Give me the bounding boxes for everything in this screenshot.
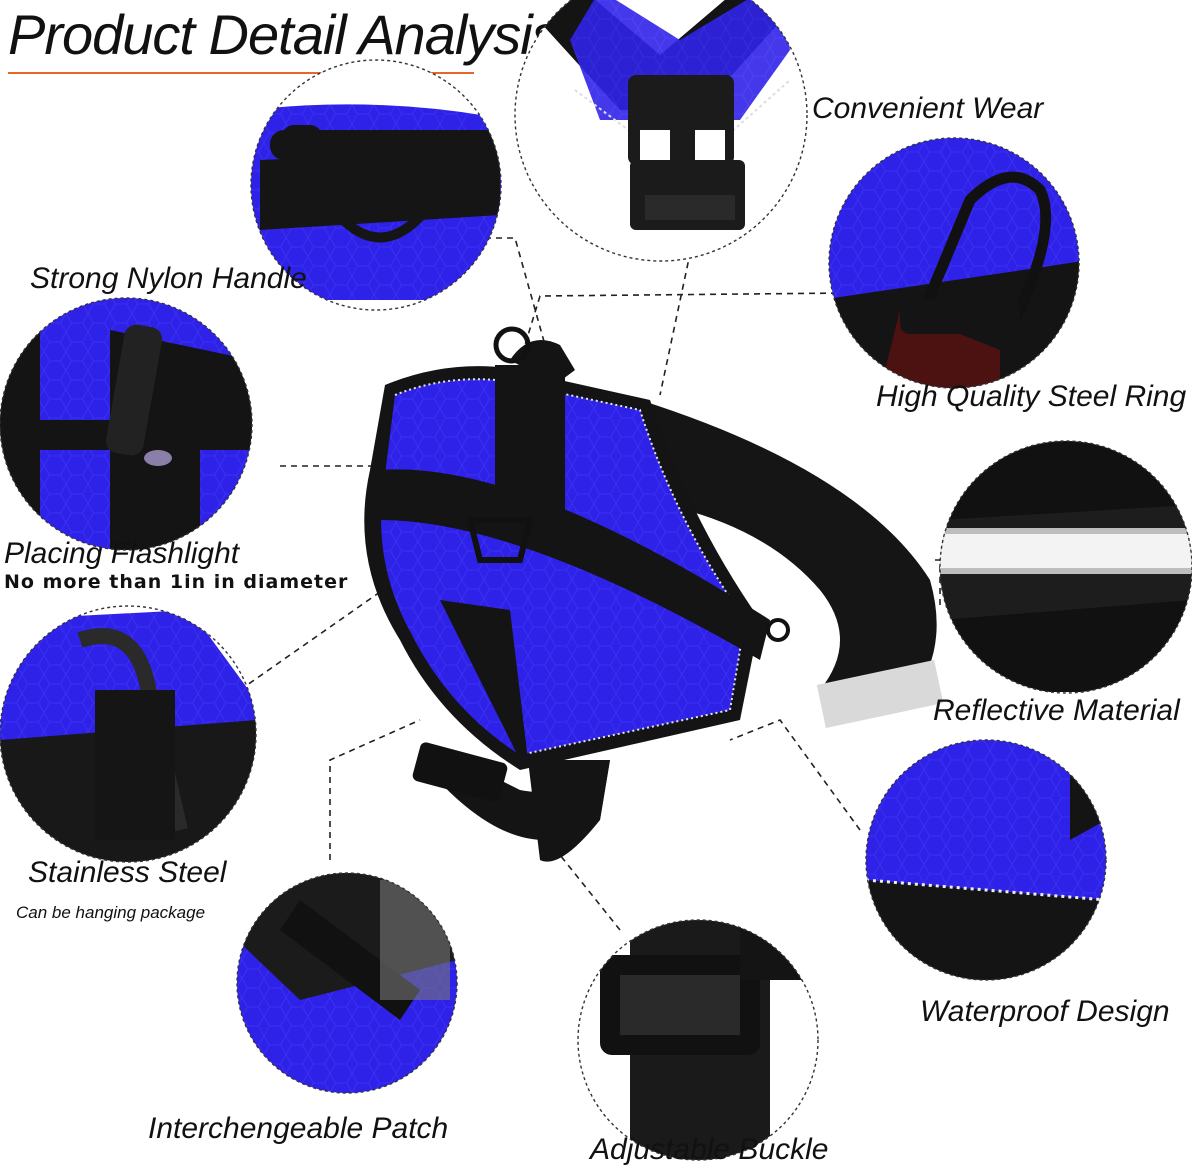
harness-illustration (364, 326, 944, 862)
label-placing-flashlight: Placing Flashlight (4, 537, 240, 570)
detail-flashlight (0, 298, 252, 550)
detail-adjustable-buckle (578, 920, 818, 1160)
label-high-quality-steel-ring: High Quality Steel Ring (876, 380, 1187, 413)
label-adjustable-buckle: Adjustable Buckle (590, 1133, 829, 1166)
label-interchangeable-patch: Interchengeable Patch (148, 1112, 449, 1145)
label-strong-nylon-handle: Strong Nylon Handle (30, 262, 307, 295)
label-flashlight-note: No more than 1in in diameter (4, 571, 349, 593)
label-reflective-material: Reflective Material (933, 694, 1180, 727)
page-title: Product Detail Analysis (8, 3, 560, 66)
detail-waterproof (866, 740, 1106, 980)
detail-patch (237, 873, 457, 1093)
title-underline (8, 72, 474, 74)
detail-steel-ring (829, 138, 1079, 388)
detail-stainless-steel (0, 606, 256, 862)
detail-reflective (940, 441, 1192, 692)
label-convenient-wear: Convenient Wear (812, 92, 1044, 125)
label-waterproof-design: Waterproof Design (920, 995, 1170, 1028)
detail-handle (251, 60, 501, 310)
label-stainless-note: Can be hanging package (16, 903, 206, 922)
detail-buckle (515, 0, 807, 261)
label-stainless-steel: Stainless Steel (28, 856, 227, 889)
